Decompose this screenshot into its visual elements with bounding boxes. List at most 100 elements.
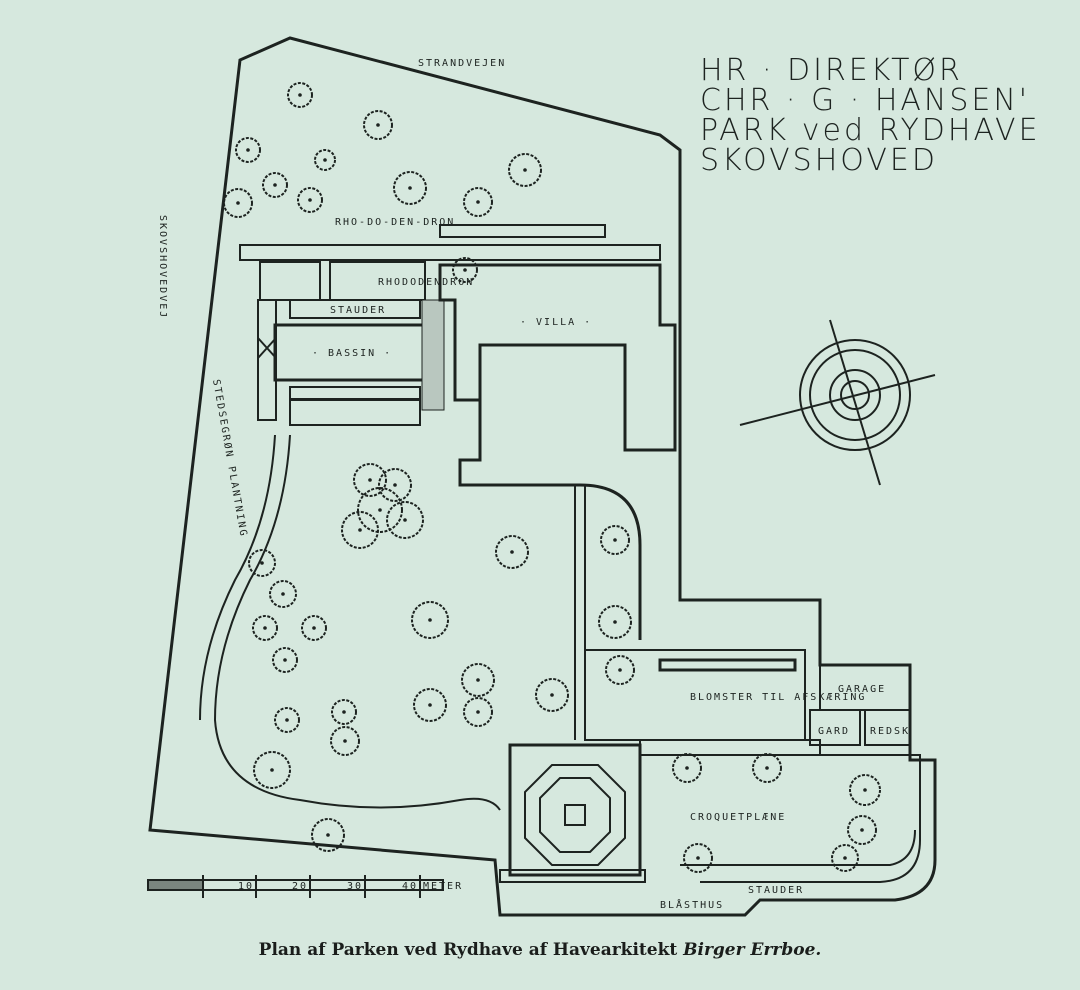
tree-trunk-dot — [550, 693, 554, 697]
scale-tick: 20 — [292, 881, 308, 892]
tree-symbol — [386, 501, 424, 539]
tree-symbol — [849, 774, 881, 806]
tree-symbol — [831, 844, 859, 872]
tree-trunk-dot — [281, 592, 285, 596]
tree-symbol — [605, 655, 635, 685]
villa-building — [438, 263, 677, 452]
tree-symbol — [461, 663, 495, 697]
tree-trunk-dot — [326, 833, 330, 837]
tree-trunk-dot — [376, 123, 380, 127]
scale-bar: 10 20 30 40 METER — [147, 875, 463, 898]
tree-trunk-dot — [765, 766, 769, 770]
tree-symbol — [672, 753, 702, 783]
tree-trunk-dot — [263, 626, 267, 630]
tree-trunk-dot — [685, 766, 689, 770]
tree-symbol — [330, 726, 360, 756]
tree-symbol — [452, 257, 478, 283]
tree-symbol — [508, 153, 542, 187]
redsk-label: REDSK — [870, 726, 910, 737]
tree-symbol — [363, 110, 393, 140]
tree-symbol — [495, 535, 529, 569]
caption: Plan af Parken ved Rydhave af Havearkite… — [0, 940, 1080, 960]
tree-trunk-dot — [476, 710, 480, 714]
tree-trunk-dot — [393, 483, 397, 487]
tree-symbol — [463, 697, 493, 727]
tree-trunk-dot — [283, 658, 287, 662]
pavilion-label: BLÅSTHUS — [660, 898, 724, 911]
tree-trunk-dot — [510, 550, 514, 554]
tree-trunk-dot — [403, 518, 407, 522]
villa-label: · VILLA · — [520, 317, 592, 328]
tree-trunk-dot — [863, 788, 867, 792]
tree-trunk-dot — [368, 478, 372, 482]
tree-trunk-dot — [613, 538, 617, 542]
tree-trunk-dot — [246, 148, 250, 152]
caption-author: Birger Errboe. — [683, 940, 822, 960]
tree-symbol — [847, 815, 877, 845]
tree-symbol — [311, 818, 345, 852]
title-line-1: HR · DIREKTØR — [700, 53, 963, 88]
tree-trunk-dot — [843, 856, 847, 860]
tree-trunk-dot — [428, 618, 432, 622]
scale-tick: 10 — [238, 881, 254, 892]
tree-symbol — [252, 615, 278, 641]
tree-symbol — [314, 149, 336, 171]
planting-label: STEDSEGRØN PLANTNING — [210, 378, 250, 538]
tree-symbol — [378, 468, 412, 502]
tree-trunk-dot — [476, 200, 480, 204]
title-line-2: CHR · G · HANSEN' — [700, 83, 1030, 118]
rhododendron-label: RHODODENDRON — [378, 277, 474, 288]
tree-trunk-dot — [378, 508, 382, 512]
octagon-fountain — [524, 764, 626, 866]
tree-symbol — [413, 688, 447, 722]
tree-symbol — [287, 82, 313, 108]
tree-symbol — [331, 699, 357, 725]
tree-symbol — [223, 188, 253, 218]
scale-tick: 40 — [402, 881, 418, 892]
tree-trunk-dot — [476, 678, 480, 682]
tree-trunk-dot — [696, 856, 700, 860]
property-boundary — [148, 36, 937, 917]
tree-trunk-dot — [298, 93, 302, 97]
stauder-bottom-label: STAUDER — [748, 885, 804, 896]
tree-symbol — [752, 753, 782, 783]
tree-symbol — [272, 647, 298, 673]
tree-symbol — [411, 601, 449, 639]
gard-label: GARD — [818, 726, 850, 737]
tree-symbol — [248, 549, 276, 577]
tree-symbol — [600, 525, 630, 555]
tree-trunk-dot — [323, 158, 327, 162]
scale-unit: METER — [423, 881, 463, 892]
tree-trunk-dot — [285, 718, 289, 722]
tree-symbol — [598, 605, 632, 639]
tree-symbol — [274, 707, 300, 733]
tree-symbol — [269, 580, 297, 608]
garden-plan: HR · DIREKTØR CHR · G · HANSEN' PARK ved… — [147, 36, 1041, 917]
tree-trunk-dot — [408, 186, 412, 190]
tree-symbol — [357, 487, 403, 533]
tree-trunk-dot — [523, 168, 527, 172]
tree-symbol — [301, 615, 327, 641]
scale-tick: 30 — [347, 881, 363, 892]
rhododendron-label-2: RHO-DO-DEN-DRON — [335, 217, 455, 228]
tree-symbol — [235, 137, 261, 163]
tree-trunk-dot — [312, 626, 316, 630]
tree-symbol — [353, 463, 387, 497]
stauder-label: STAUDER — [330, 305, 386, 316]
tree-symbol — [262, 172, 288, 198]
tree-symbol — [341, 511, 379, 549]
tree-symbol — [535, 678, 569, 712]
caption-text: Plan af Parken ved Rydhave af Havearkite… — [258, 940, 684, 960]
title-line-3: PARK ved RYDHAVE — [700, 113, 1041, 148]
tree-symbol — [253, 751, 291, 789]
croquet-lawn — [650, 754, 921, 883]
tree-trunk-dot — [270, 768, 274, 772]
tree-trunk-dot — [428, 703, 432, 707]
tree-trunk-dot — [613, 620, 617, 624]
street-north: STRANDVEJEN — [418, 58, 506, 69]
garage-label: GARAGE — [838, 684, 886, 695]
tree-trunk-dot — [343, 739, 347, 743]
tree-symbol — [683, 843, 713, 873]
tree-trunk-dot — [260, 561, 264, 565]
croquet-label: CROQUETPLÆNE — [690, 812, 786, 823]
